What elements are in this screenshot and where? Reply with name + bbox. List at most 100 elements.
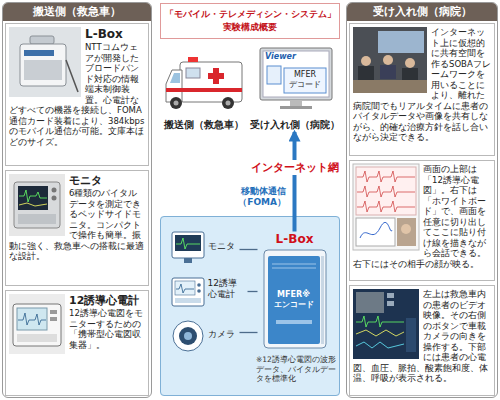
meeting-photo [353,80,427,93]
monitor-icon [172,232,204,263]
lbox-device-illustration [276,320,312,324]
ambulance-illustration [188,57,198,62]
viewer-computer-illustration [280,106,312,109]
ecg-photo [50,310,57,314]
device-icon-node: モニタ [168,228,240,268]
screen-title: Viewer [265,52,296,61]
device-group-box: ※12誘導心電図の波形データ、バイタルデータを標準化 モニタ 12誘導心電計カメラ L… [160,216,340,396]
viewer-computer-illustration [260,48,332,100]
device-card: L-BoxNTTコムウェアが開発したブロードバンド対応の情報端末制御装置。心電計… [5,23,149,166]
device-name: L-Box [258,232,332,247]
card-description: インターネット上に仮想的に共有空間を作るSOBAフレームワークを用いることにより… [353,27,491,143]
screen-photo [397,218,416,246]
ambulance-illustration [170,97,182,109]
monitor-photo [52,196,57,201]
icon-label: カメラ [208,329,235,340]
group-fill [160,216,340,396]
card-description: 12誘導心電図をモニターするための「携帯型心電図収集器」。 [9,308,145,350]
ambulance-illustration [166,70,182,102]
ambulance-illustration [174,101,179,106]
camera-icon [179,327,197,345]
connector-label: 移動体通信 （FOMA） [226,186,286,208]
viewer-computer-illustration [284,68,326,93]
meeting-photo [353,27,427,93]
viewer-computer-illustration [290,100,302,106]
ecg-photo [17,308,47,330]
lbox-photo [24,50,54,56]
column-heading: 搬送側（救急車） [3,3,151,21]
ecg-icon [172,278,204,306]
ecg-photo [17,334,57,342]
photo-space [9,174,65,236]
footnote: ※12誘導心電図の波形データ、バイタルデータを標準化 [256,355,338,384]
device-icon-node: 12誘導心電計 [168,272,248,312]
meeting-photo [402,68,418,80]
lbox-device-illustration [264,250,326,348]
monitor-icon [184,258,192,263]
ecg-icon [175,281,195,295]
device-function: MFER※ エンコード [269,290,319,310]
photo-space [9,27,81,97]
diagram-title: 「モバイル・テレメディシン・システム」実験構成概要 [160,3,340,39]
lbox-device: L-BoxMFER※ エンコード [258,232,332,350]
screen-card: 左上は救急車内の患者のビデオ映像。その右側のボタンで車載カメラの向きを操作する。… [349,285,495,396]
device-card: 12誘導心電計12誘導心電図をモニターするための「携帯型心電図収集器」。 [5,290,149,396]
connector [293,132,297,232]
monitor-icon [175,235,201,251]
ecg-photo [13,304,61,346]
ambulance-illustration [166,88,242,92]
ecg-photo [9,294,65,354]
device-icon-node: カメラ [168,316,240,356]
column-heading: 受け入れ側（病院） [347,3,497,21]
column-panel: 搬送側（救急車） L-BoxNTTコムウェアが開発したブロードバンド対応の情報端末… [2,2,152,398]
meeting-photo [353,27,427,93]
ambulance-illustration [180,62,242,102]
ecg-icon [172,278,204,306]
viewer-computer-illustration [267,66,281,84]
meeting-photo [405,58,415,68]
ambulance-node: 搬送側（救急車） [158,44,250,132]
card-description: NTTコムウェアが開発したブロードバンド対応の情報端末制御装置。心電計などすべて… [9,42,145,147]
card-heading: 12誘導心電計 [9,294,145,308]
screen-photo [357,186,415,197]
card-description: 左上は救急車内の患者のビデオ映像。その右側のボタンで車載カメラの向きを操作する。… [353,289,491,384]
monitor-photo [9,174,65,236]
vital-screen-photo [406,318,416,352]
screen-photo [353,164,419,250]
ambulance-illustration [222,97,234,109]
icon-label: 12誘導心電計 [208,278,240,300]
icon-label: モニタ [208,241,235,252]
viewer-computer-illustration [263,51,329,97]
screen-photo [356,167,416,215]
meeting-photo [358,66,374,80]
viewer-pc-node: ViewerMFER デコード受け入れ側（病院） [250,44,340,132]
ambulance-illustration [170,73,180,83]
vital-screen-photo [356,342,404,348]
vital-screen-photo [387,293,394,298]
ecg-icon [197,283,201,287]
vital-screen-photo [356,316,404,327]
camera-icon [173,321,203,351]
monitor-photo [52,188,57,193]
vital-screen-photo [356,292,384,313]
node-caption: 受け入れ側（病院） [250,119,340,132]
screen-photo [356,218,395,246]
screen-photo [353,164,419,250]
photo-space [353,289,419,359]
card-heading: モニタ [9,174,145,188]
lbox-photo [66,60,78,92]
vital-screen-photo [353,289,419,359]
meeting-photo [361,56,371,66]
ambulance-illustration [186,68,200,78]
monitor-photo [14,182,60,228]
column-panel: 受け入れ側（病院） インターネット上に仮想的に共有空間を作るSOBAフレームワーク… [346,2,498,398]
screen-photo [401,224,411,234]
card-heading: L-Box [9,27,145,42]
ambulance-illustration [226,101,231,106]
lbox-device-illustration [272,264,316,265]
lbox-photo [24,60,62,80]
screen-photo [357,171,415,182]
lbox-photo [20,44,66,86]
photo-space [353,164,419,250]
